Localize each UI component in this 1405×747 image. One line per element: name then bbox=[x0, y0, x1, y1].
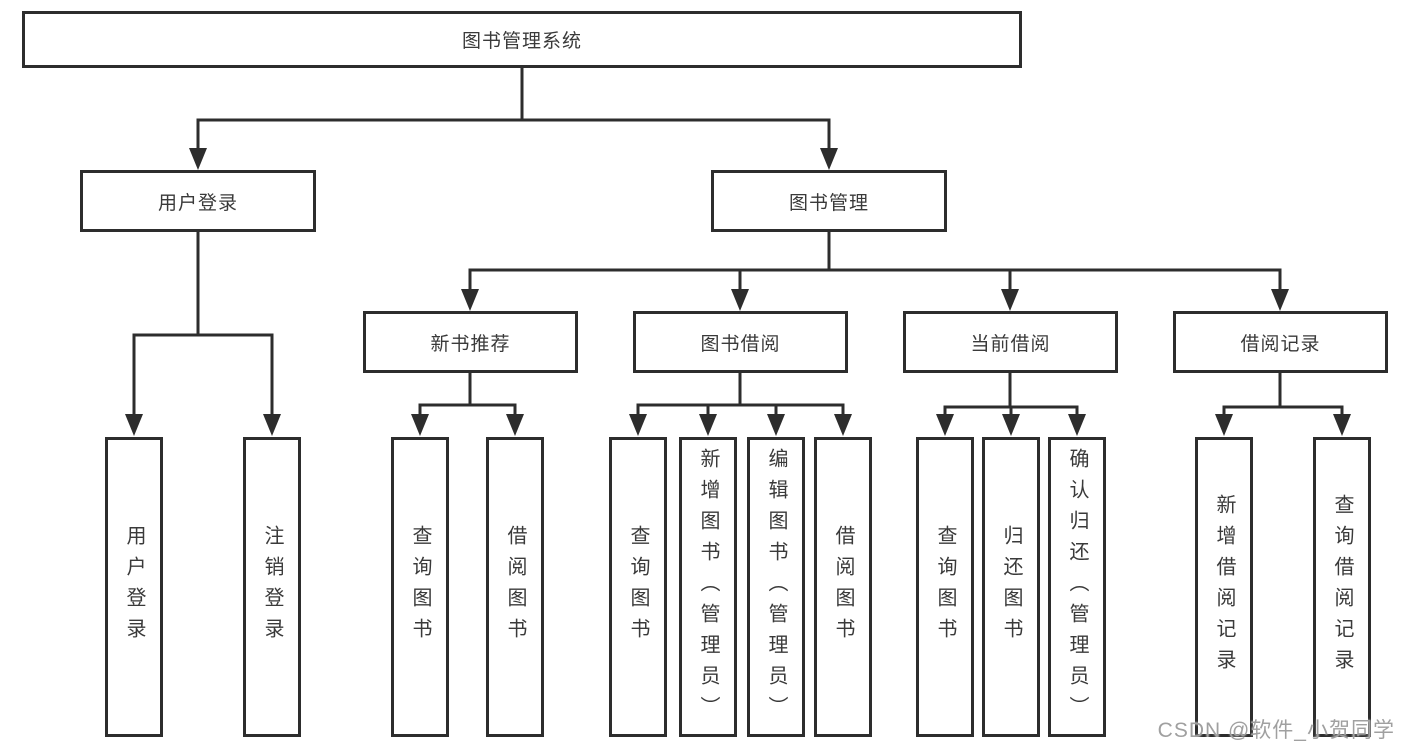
node-borrow-books: 借阅图书 bbox=[814, 437, 872, 737]
node-borrow-query-books: 查询图书 bbox=[609, 437, 667, 737]
node-login-label: 用户登录 bbox=[123, 525, 145, 649]
node-new-book-recommend: 新书推荐 bbox=[363, 311, 578, 373]
node-add-books-admin-label: 新增图书（管理员） bbox=[697, 447, 719, 727]
node-current-borrowing: 当前借阅 bbox=[903, 311, 1118, 373]
node-borrowing-records: 借阅记录 bbox=[1173, 311, 1388, 373]
node-recommend-borrow-books: 借阅图书 bbox=[486, 437, 544, 737]
node-user-login: 用户登录 bbox=[80, 170, 316, 232]
node-library-system: 图书管理系统 bbox=[22, 11, 1022, 68]
node-recommend-borrow-books-label: 借阅图书 bbox=[504, 525, 526, 649]
node-recommend-query-books-label: 查询图书 bbox=[409, 525, 431, 649]
node-query-borrow-record: 查询借阅记录 bbox=[1313, 437, 1371, 737]
node-return-books-label: 归还图书 bbox=[1000, 525, 1022, 649]
node-borrow-books-label: 借阅图书 bbox=[832, 525, 854, 649]
node-current-query-books-label: 查询图书 bbox=[934, 525, 956, 649]
node-add-borrow-record: 新增借阅记录 bbox=[1195, 437, 1253, 737]
node-edit-books-admin-label: 编辑图书（管理员） bbox=[765, 447, 787, 727]
node-user-login-label: 用户登录 bbox=[157, 192, 238, 214]
watermark-text: CSDN @软件_小贺同学 bbox=[1157, 719, 1395, 742]
node-confirm-return-admin-label: 确认归还（管理员） bbox=[1066, 447, 1088, 727]
node-add-books-admin: 新增图书（管理员） bbox=[679, 437, 737, 737]
node-book-management: 图书管理 bbox=[711, 170, 947, 232]
node-new-book-recommend-label: 新书推荐 bbox=[430, 333, 511, 355]
node-borrow-query-books-label: 查询图书 bbox=[627, 525, 649, 649]
node-login: 用户登录 bbox=[105, 437, 163, 737]
node-edit-books-admin: 编辑图书（管理员） bbox=[747, 437, 805, 737]
node-logout: 注销登录 bbox=[243, 437, 301, 737]
node-return-books: 归还图书 bbox=[982, 437, 1040, 737]
node-logout-label: 注销登录 bbox=[261, 525, 283, 649]
node-add-borrow-record-label: 新增借阅记录 bbox=[1213, 494, 1235, 680]
node-confirm-return-admin: 确认归还（管理员） bbox=[1048, 437, 1106, 737]
node-borrowing-records-label: 借阅记录 bbox=[1240, 333, 1321, 355]
node-query-borrow-record-label: 查询借阅记录 bbox=[1331, 494, 1353, 680]
node-recommend-query-books: 查询图书 bbox=[391, 437, 449, 737]
node-library-system-label: 图书管理系统 bbox=[461, 31, 582, 52]
node-current-borrowing-label: 当前借阅 bbox=[970, 333, 1051, 355]
node-book-borrowing: 图书借阅 bbox=[633, 311, 848, 373]
arrowheads bbox=[125, 148, 1351, 436]
node-book-management-label: 图书管理 bbox=[788, 192, 869, 214]
node-book-borrowing-label: 图书借阅 bbox=[700, 333, 781, 355]
node-current-query-books: 查询图书 bbox=[916, 437, 974, 737]
